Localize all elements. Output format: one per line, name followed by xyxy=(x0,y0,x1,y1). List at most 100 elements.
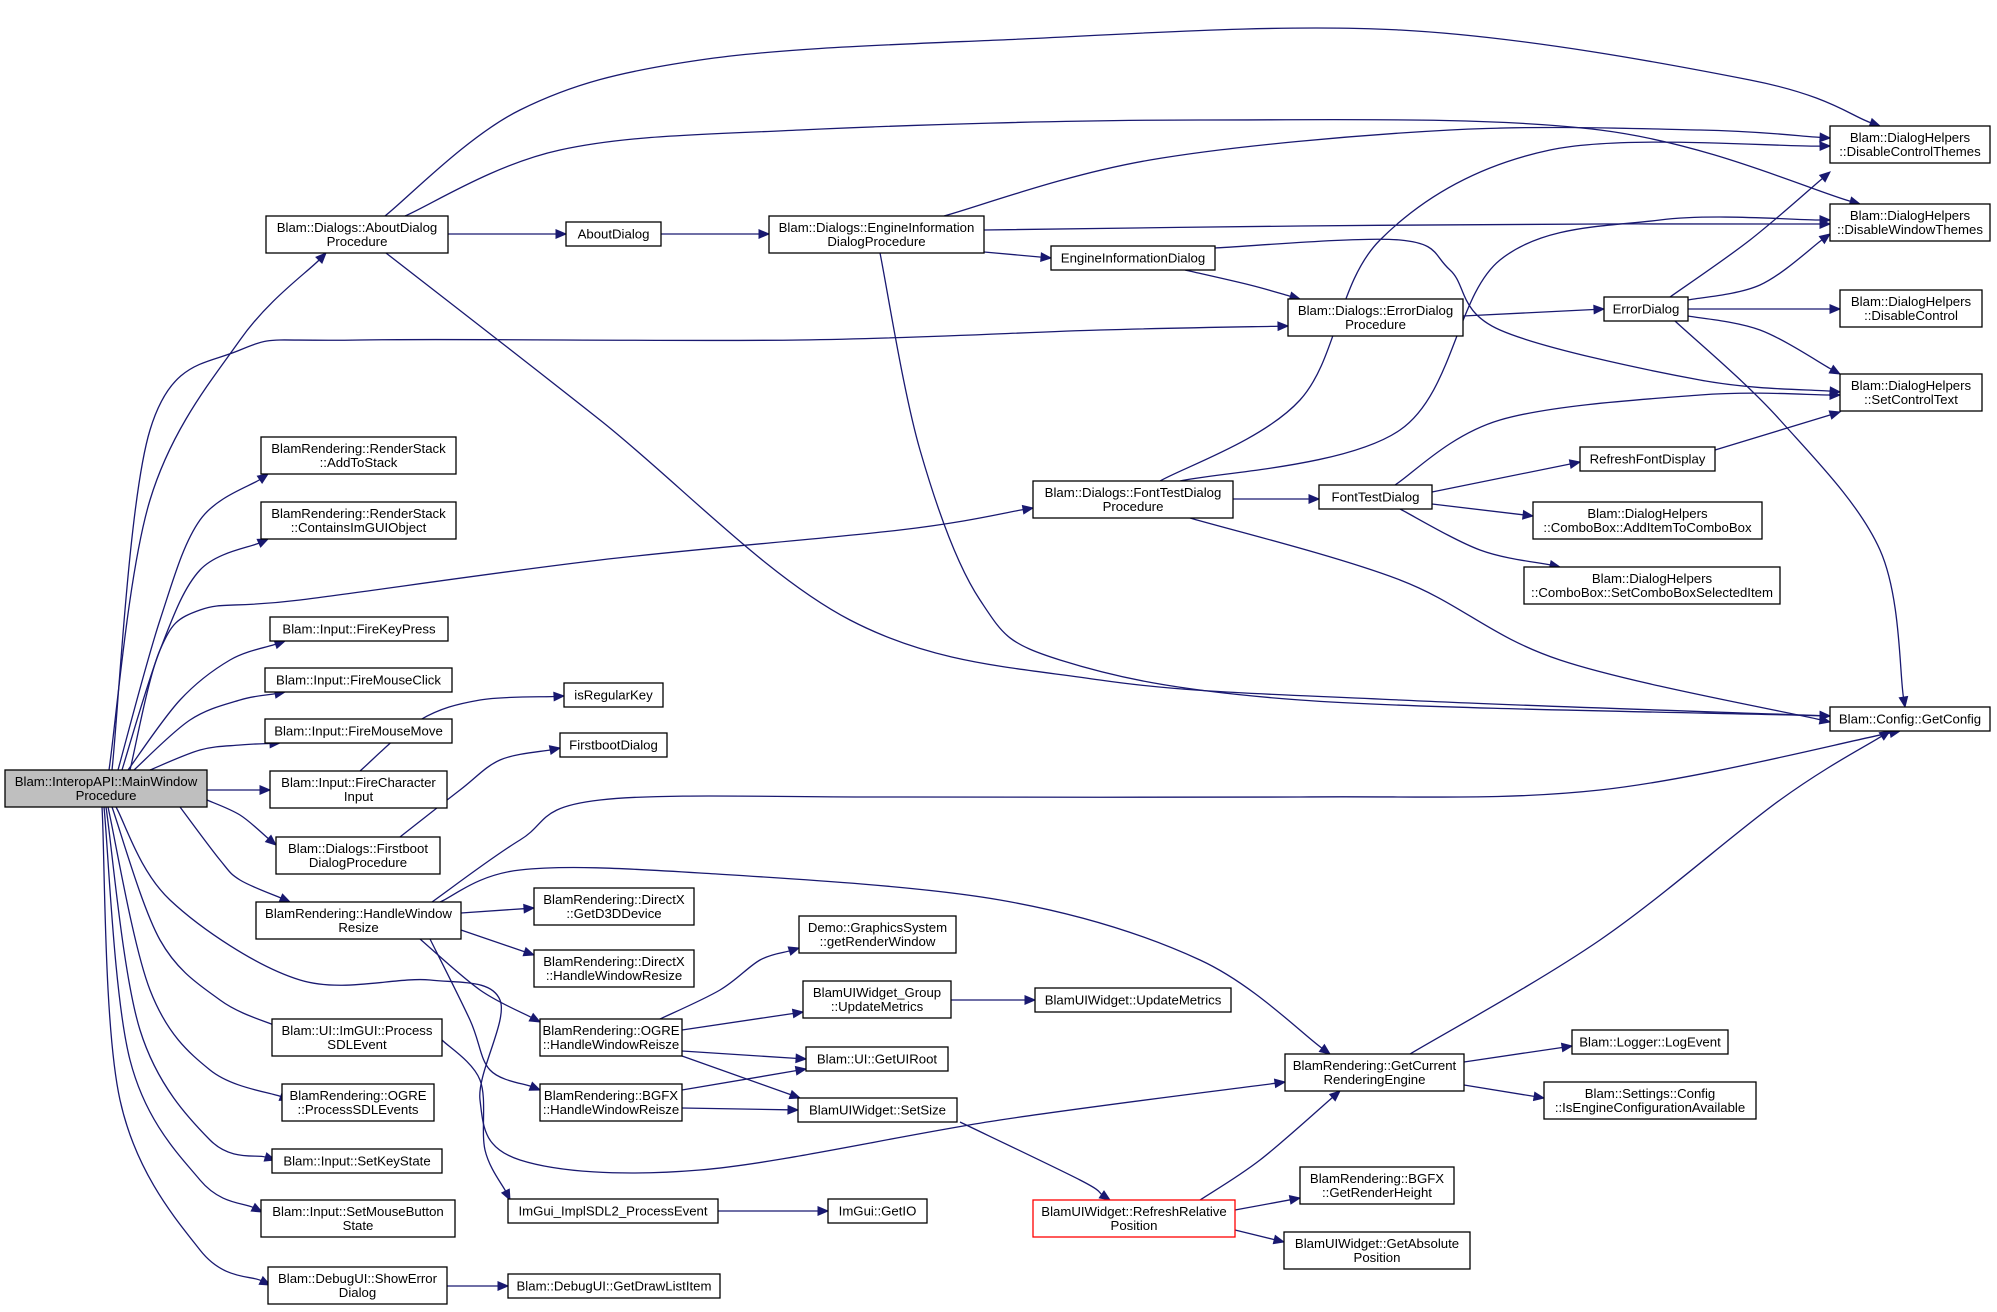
node-box[interactable] xyxy=(267,1266,448,1305)
node-box[interactable] xyxy=(1283,1231,1471,1270)
node-dx-resize[interactable]: BlamRendering::DirectX::HandleWindowResi… xyxy=(533,949,695,988)
node-box[interactable] xyxy=(798,915,957,954)
node-add-item-combo[interactable]: Blam::DialogHelpers::ComboBox::AddItemTo… xyxy=(1532,501,1763,540)
node-box[interactable] xyxy=(4,769,208,808)
node-box[interactable] xyxy=(255,901,462,940)
node-box[interactable] xyxy=(539,1018,683,1057)
node-font-test[interactable]: FontTestDialog xyxy=(1318,484,1433,510)
node-box[interactable] xyxy=(1318,484,1433,510)
node-box[interactable] xyxy=(1829,203,1991,242)
node-box[interactable] xyxy=(281,1083,435,1122)
node-box[interactable] xyxy=(805,1046,949,1072)
node-box[interactable] xyxy=(269,616,449,642)
node-box[interactable] xyxy=(1543,1081,1757,1120)
node-box[interactable] xyxy=(260,501,457,540)
node-get-d3d[interactable]: BlamRendering::DirectX::GetD3DDevice xyxy=(533,887,695,926)
node-bgfx-resize[interactable]: BlamRendering::BGFX::HandleWindowReisze xyxy=(539,1083,683,1122)
node-update-metrics-group[interactable]: BlamUIWidget_Group::UpdateMetrics xyxy=(802,980,952,1019)
node-box[interactable] xyxy=(269,770,448,809)
node-set-size[interactable]: BlamUIWidget::SetSize xyxy=(797,1097,958,1123)
node-is-engine-config[interactable]: Blam::Settings::Config::IsEngineConfigur… xyxy=(1543,1081,1757,1120)
node-box[interactable] xyxy=(539,1083,683,1122)
node-box[interactable] xyxy=(275,836,441,875)
node-engine-info-proc[interactable]: Blam::Dialogs::EngineInformationDialogPr… xyxy=(768,215,985,254)
node-fire-mouse-move[interactable]: Blam::Input::FireMouseMove xyxy=(264,718,453,744)
node-about[interactable]: AboutDialog xyxy=(565,221,662,247)
node-box[interactable] xyxy=(271,1148,443,1174)
node-update-metrics[interactable]: BlamUIWidget::UpdateMetrics xyxy=(1034,987,1232,1013)
node-box[interactable] xyxy=(507,1198,719,1224)
node-imgui-get-io[interactable]: ImGui::GetIO xyxy=(827,1198,928,1224)
node-box[interactable] xyxy=(797,1097,958,1123)
node-box[interactable] xyxy=(271,1018,443,1057)
node-box[interactable] xyxy=(1571,1029,1729,1055)
node-add-to-stack[interactable]: BlamRendering::RenderStack::AddToStack xyxy=(260,436,457,475)
node-engine-info[interactable]: EngineInformationDialog xyxy=(1050,245,1216,271)
node-firstboot-dialog[interactable]: FirstbootDialog xyxy=(559,732,668,758)
node-contains-imgui[interactable]: BlamRendering::RenderStack::ContainsImGU… xyxy=(260,501,457,540)
node-box[interactable] xyxy=(1839,289,1983,328)
node-box[interactable] xyxy=(802,980,952,1019)
node-imgui-impl-sdl2[interactable]: ImGui_ImplSDL2_ProcessEvent xyxy=(507,1198,719,1224)
node-box[interactable] xyxy=(265,215,449,254)
node-process-sdl-event[interactable]: Blam::UI::ImGUI::ProcessSDLEvent xyxy=(271,1018,443,1057)
node-bgfx-render-height[interactable]: BlamRendering::BGFX::GetRenderHeight xyxy=(1299,1166,1455,1205)
node-set-key-state[interactable]: Blam::Input::SetKeyState xyxy=(271,1148,443,1174)
node-get-draw-list-item[interactable]: Blam::DebugUI::GetDrawListItem xyxy=(507,1273,721,1299)
node-box[interactable] xyxy=(264,718,453,744)
node-box[interactable] xyxy=(1034,987,1232,1013)
node-box[interactable] xyxy=(563,682,664,708)
node-disable-control[interactable]: Blam::DialogHelpers::DisableControl xyxy=(1839,289,1983,328)
node-ogre-process-sdl[interactable]: BlamRendering::OGRE::ProcessSDLEvents xyxy=(281,1083,435,1122)
node-box[interactable] xyxy=(1050,245,1216,271)
node-box[interactable] xyxy=(533,949,695,988)
node-box[interactable] xyxy=(533,887,695,926)
node-box[interactable] xyxy=(1829,125,1991,164)
node-box[interactable] xyxy=(827,1198,928,1224)
node-box[interactable] xyxy=(1284,1053,1465,1092)
node-box[interactable] xyxy=(264,667,453,693)
node-box[interactable] xyxy=(260,436,457,475)
node-refresh-font[interactable]: RefreshFontDisplay xyxy=(1579,446,1716,472)
node-box[interactable] xyxy=(1032,480,1234,519)
node-is-regular-key[interactable]: isRegularKey xyxy=(563,682,664,708)
node-disable-control-themes[interactable]: Blam::DialogHelpers::DisableControlTheme… xyxy=(1829,125,1991,164)
node-fire-key-press[interactable]: Blam::Input::FireKeyPress xyxy=(269,616,449,642)
node-box[interactable] xyxy=(1287,298,1464,337)
node-error[interactable]: ErrorDialog xyxy=(1603,296,1689,322)
node-set-control-text[interactable]: Blam::DialogHelpers::SetControlText xyxy=(1839,373,1983,412)
node-box[interactable] xyxy=(1603,296,1689,322)
node-log-event[interactable]: Blam::Logger::LogEvent xyxy=(1571,1029,1729,1055)
node-get-ui-root[interactable]: Blam::UI::GetUIRoot xyxy=(805,1046,949,1072)
node-ogre-resize[interactable]: BlamRendering::OGRE::HandleWindowReisze xyxy=(539,1018,683,1057)
node-disable-window-themes[interactable]: Blam::DialogHelpers::DisableWindowThemes xyxy=(1829,203,1991,242)
node-box[interactable] xyxy=(1532,501,1763,540)
node-set-combo-selected[interactable]: Blam::DialogHelpers::ComboBox::SetComboB… xyxy=(1523,566,1781,605)
node-box[interactable] xyxy=(507,1273,721,1299)
node-box[interactable] xyxy=(260,1199,456,1238)
node-box[interactable] xyxy=(1829,706,1991,732)
node-box[interactable] xyxy=(1299,1166,1455,1205)
node-box[interactable] xyxy=(559,732,668,758)
node-box[interactable] xyxy=(1839,373,1983,412)
node-get-config[interactable]: Blam::Config::GetConfig xyxy=(1829,706,1991,732)
node-box[interactable] xyxy=(768,215,985,254)
node-box[interactable] xyxy=(1523,566,1781,605)
node-get-render-window[interactable]: Demo::GraphicsSystem::getRenderWindow xyxy=(798,915,957,954)
node-box[interactable] xyxy=(1032,1199,1236,1238)
node-box[interactable] xyxy=(1579,446,1716,472)
node-fire-mouse-click[interactable]: Blam::Input::FireMouseClick xyxy=(264,667,453,693)
node-handle-resize[interactable]: BlamRendering::HandleWindowResize xyxy=(255,901,462,940)
node-box[interactable] xyxy=(565,221,662,247)
